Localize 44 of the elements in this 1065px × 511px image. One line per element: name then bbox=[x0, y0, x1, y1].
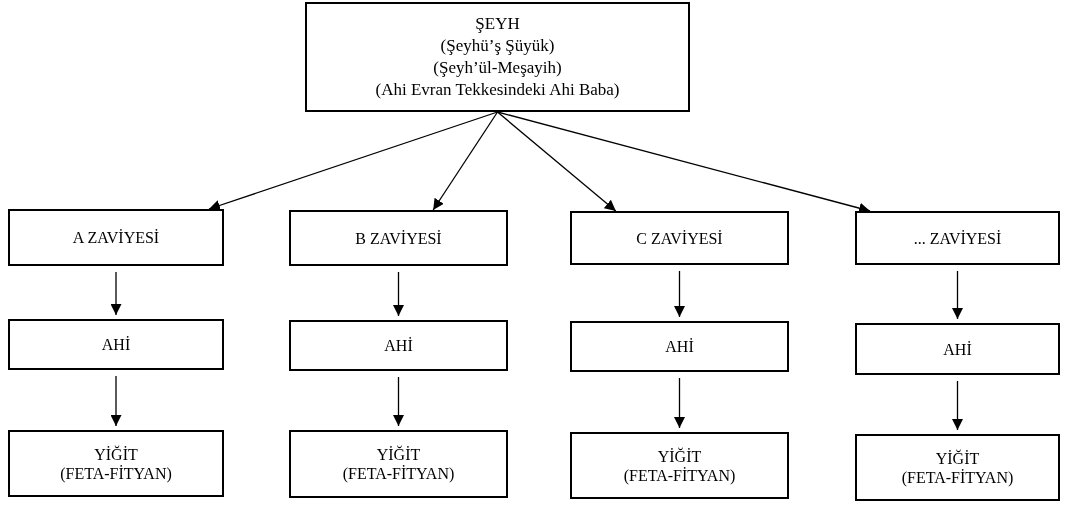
arrow bbox=[208, 111, 499, 211]
box-text: (Şeyhü’ş Şüyük) bbox=[440, 35, 555, 57]
box-text: ŞEYH bbox=[475, 13, 520, 35]
process-box bbox=[8, 430, 224, 497]
process-box bbox=[289, 210, 508, 266]
process-box bbox=[570, 432, 789, 499]
arrow bbox=[110, 271, 122, 316]
box-text: AHİ bbox=[101, 335, 131, 354]
box-text: ... ZAVİYESİ bbox=[913, 228, 1002, 248]
box-text: (FETA-FİTYAN) bbox=[342, 464, 455, 483]
arrow bbox=[496, 111, 617, 212]
box-text: YİĞİT bbox=[657, 446, 702, 466]
process-box bbox=[855, 434, 1060, 501]
process-box bbox=[855, 323, 1060, 375]
box-text: C ZAVİYESİ bbox=[636, 228, 723, 248]
process-box bbox=[570, 211, 789, 265]
process-box bbox=[305, 2, 690, 112]
box-text: (Şeyh’ül-Meşayih) bbox=[433, 57, 562, 79]
box-text: AHİ bbox=[384, 336, 413, 355]
process-box bbox=[855, 211, 1060, 265]
box-text: YİĞİT bbox=[376, 445, 421, 464]
arrow bbox=[393, 376, 404, 427]
arrow bbox=[393, 271, 404, 317]
process-box bbox=[289, 430, 508, 498]
box-text: B ZAVİYESİ bbox=[355, 228, 442, 248]
box-text: AHİ bbox=[665, 337, 694, 356]
box-text: AHİ bbox=[943, 339, 972, 359]
process-box bbox=[289, 320, 508, 371]
box-text: YİĞİT bbox=[94, 444, 138, 464]
arrow bbox=[432, 111, 499, 211]
arrow bbox=[952, 380, 963, 431]
process-box bbox=[8, 319, 224, 370]
process-box bbox=[570, 321, 789, 372]
arrow bbox=[674, 270, 685, 318]
arrow bbox=[952, 270, 963, 320]
arrow bbox=[110, 375, 122, 427]
box-text: (FETA-FİTYAN) bbox=[623, 465, 736, 485]
box-text: (FETA-FİTYAN) bbox=[901, 467, 1014, 487]
process-box bbox=[8, 209, 224, 266]
box-text: (Ahi Evran Tekkesindeki Ahi Baba) bbox=[375, 79, 620, 101]
box-text: (FETA-FİTYAN) bbox=[60, 463, 172, 483]
box-text: A ZAVİYESİ bbox=[72, 228, 160, 247]
arrow bbox=[674, 377, 685, 429]
box-text: YİĞİT bbox=[935, 448, 980, 468]
